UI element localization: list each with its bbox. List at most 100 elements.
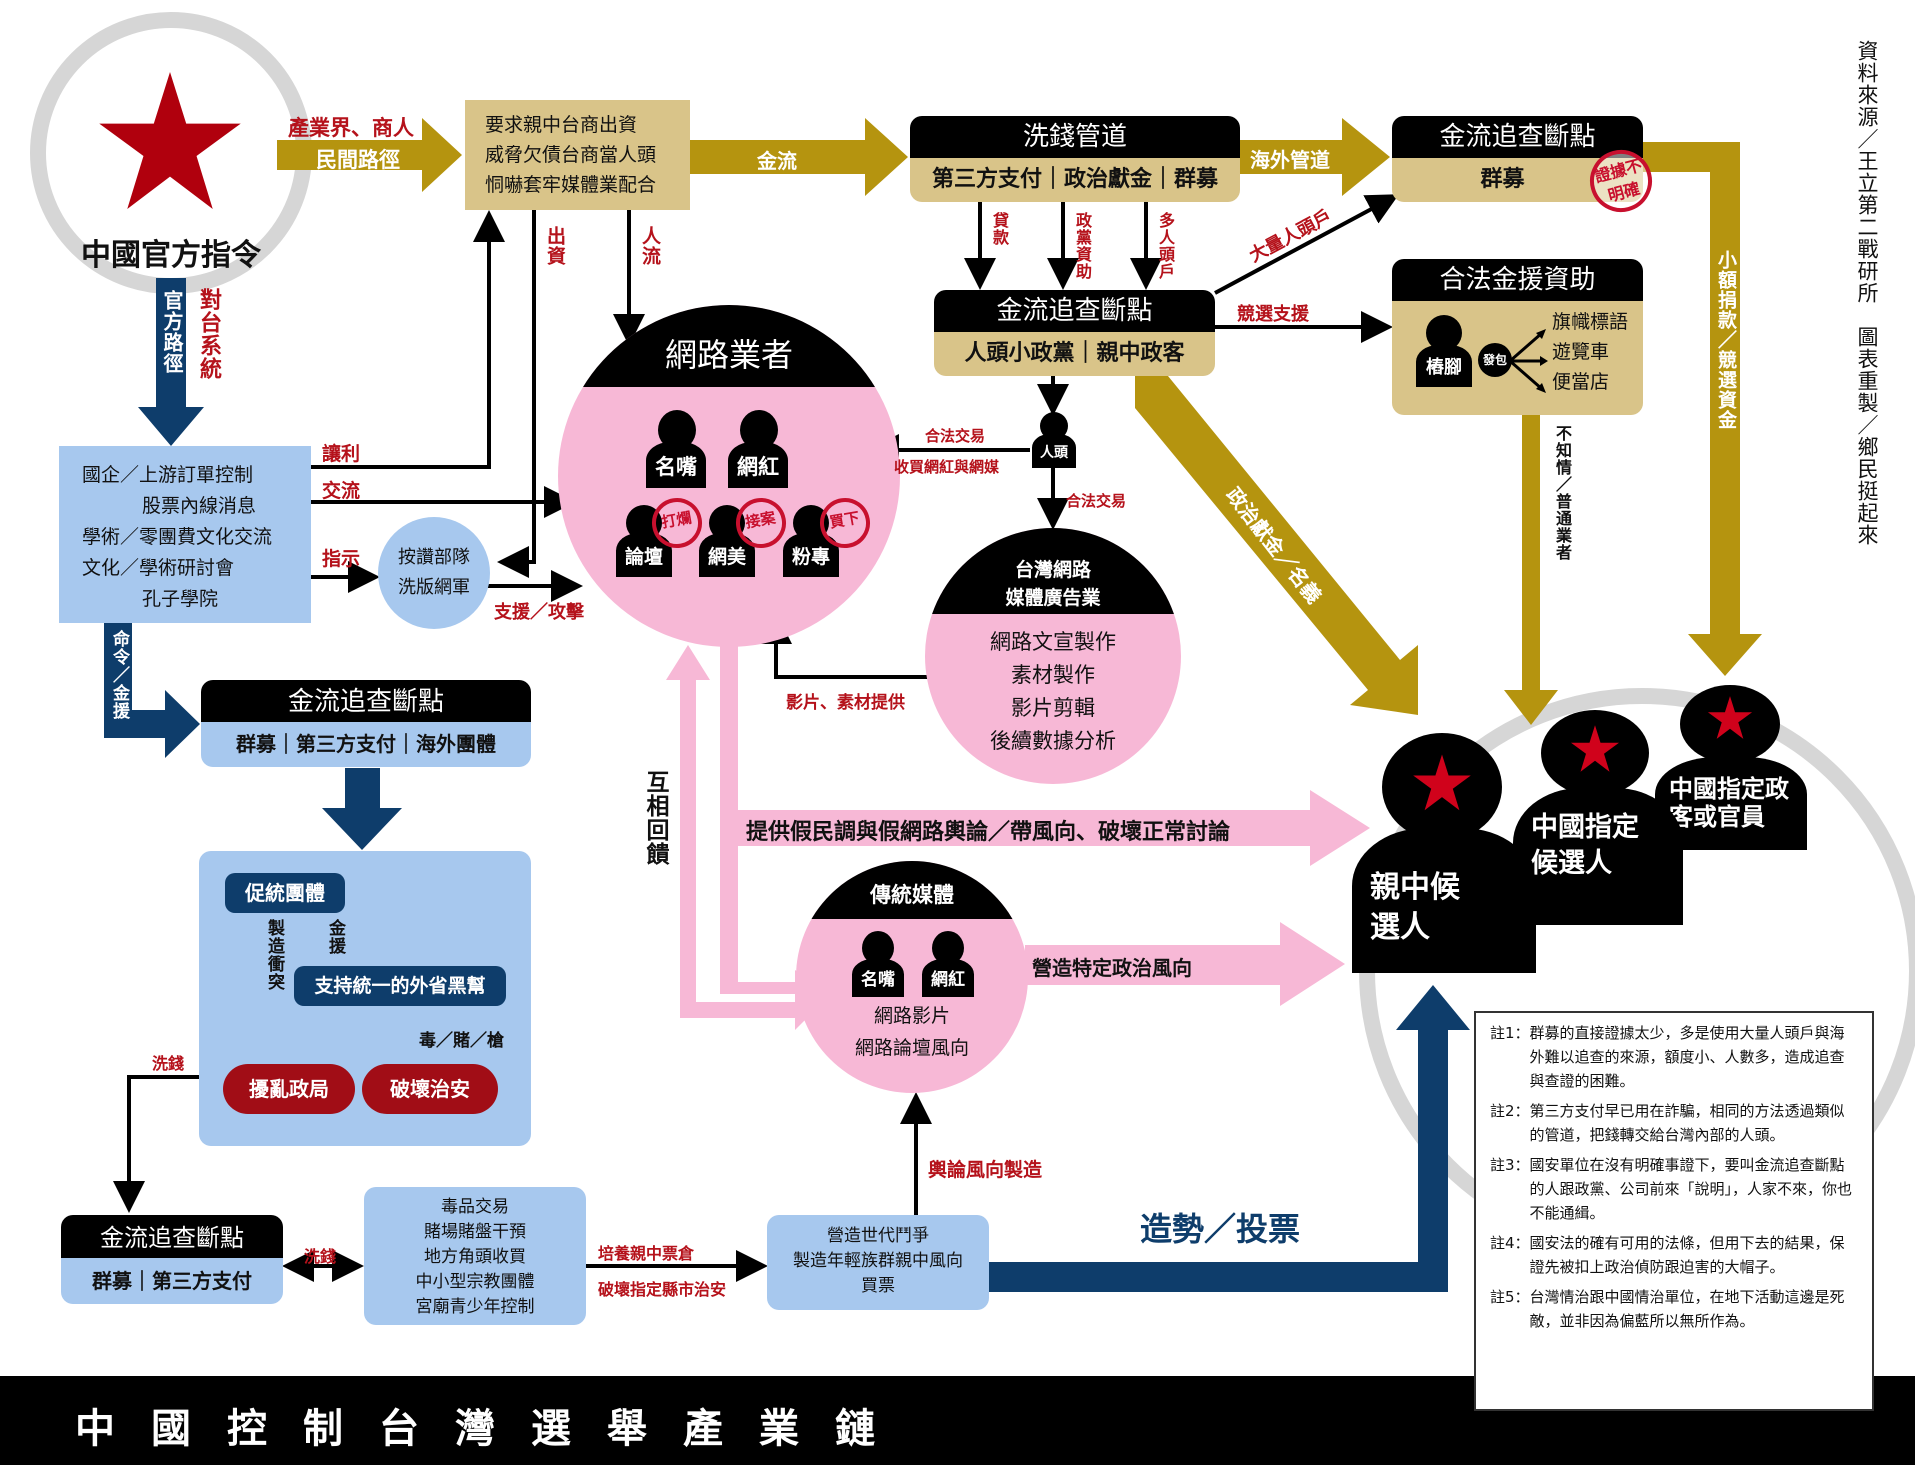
- ad-industry-title: 台灣網路 媒體廣告業: [925, 528, 1181, 614]
- official-box: 國企／上游訂單控制 股票內線消息 學術／零團費文化交流 文化／學術研討會 孔子學…: [59, 446, 311, 623]
- page-title: 中國控制台灣選舉產業鏈: [75, 1406, 911, 1452]
- traditional-media-line: 網路影片: [873, 1005, 950, 1027]
- generation-line: 買票: [861, 1276, 895, 1296]
- campaign-support-label: 競選支援: [1237, 304, 1309, 325]
- aid-item: 遊覽車: [1552, 341, 1610, 363]
- overseas-label: 海外管道: [1250, 148, 1330, 172]
- business-line: 威脅欠債台商當人頭: [485, 144, 657, 166]
- opinion-label: 輿論風向製造: [928, 1159, 1043, 1181]
- people-flow-label: 人流: [639, 226, 661, 266]
- origin-label: 中國官方指令: [81, 238, 261, 273]
- business-box: 要求親中台商出資 威脅欠債台商當人頭 恫嚇套牢媒體業配合: [465, 100, 690, 210]
- laundering-body: 第三方支付｜政治獻金｜群募: [910, 158, 1240, 202]
- multi-account-label: 多人頭戶: [1156, 212, 1175, 280]
- local-line: 毒品交易: [441, 1197, 509, 1217]
- breakpoint-bottom-title: 金流追查斷點: [61, 1215, 283, 1258]
- candidate-label: 中國指定政客或官員: [1669, 775, 1789, 831]
- small-donation-label: 小額捐款／競選資金: [1715, 250, 1737, 430]
- official-line: 文化／學術研討會: [82, 557, 235, 579]
- fake-poll-label: 提供假民調與假網路輿論／帶風向、破壞正常討論: [746, 820, 1231, 845]
- breakpoint-top-title: 金流追查斷點: [1392, 116, 1643, 158]
- person-figure: 論壇: [616, 505, 672, 577]
- local-line: 地方角頭收買: [424, 1247, 526, 1267]
- exchange-label: 交流: [322, 480, 361, 502]
- small-donation-arrow: [1643, 142, 1762, 676]
- note: 註2：第三方支付早已用在詐騙，相同的方法透過類似的管道，把錢轉交給台灣內部的人頭…: [1490, 1102, 1845, 1144]
- outcome-break-security: 破壞治安: [362, 1064, 498, 1114]
- official-line: 學術／零團費文化交流: [82, 526, 273, 548]
- traditional-media-circle: 傳統媒體 名嘴 網紅 網路影片 網路論壇風向: [796, 861, 1028, 1093]
- official-path-label: 官方路徑: [160, 290, 184, 374]
- troll-circle: 按讚部隊 洗版網軍: [378, 517, 490, 629]
- launder-left-label: 洗錢: [152, 1054, 185, 1073]
- generation-line: 營造世代鬥爭: [827, 1226, 929, 1246]
- civil-path-label: 民間路徑: [316, 148, 400, 172]
- local-line: 賭場賭盤干預: [424, 1222, 526, 1242]
- supply-label: 影片、素材提供: [786, 693, 905, 713]
- note: 註5：台灣情治跟中國情治單位，在地下活動這邊是死敵，並非因為偏藍所以無所作為。: [1490, 1288, 1845, 1330]
- internet-operators-circle: 網路業者 名嘴 網紅 論壇 網美 粉專 打爛 接案 買下: [558, 305, 900, 647]
- breakpoint-left-box: 金流追查斷點 群募｜第三方支付｜海外團體: [201, 680, 531, 767]
- candidate-designated: 中國指定候選人: [1513, 710, 1683, 925]
- ad-industry-circle: 台灣網路 媒體廣告業 網路文宣製作 素材製作 影片剪輯 後續數據分析: [925, 528, 1181, 784]
- person-figure: 網紅: [922, 931, 974, 997]
- instruct-label: 指示: [322, 548, 361, 570]
- vote-label: 造勢／投票: [1140, 1210, 1301, 1248]
- gang-group: 支持統一的外省黑幫: [294, 966, 506, 1006]
- notes-box: 註1：群募的直接證據太少，多是使用大量人頭戶與海外難以追查的來源，額度小、人數多…: [1474, 1011, 1874, 1411]
- concession-label: 讓利: [322, 443, 361, 465]
- launder-bi-label: 洗錢: [304, 1247, 337, 1266]
- person-figure: 名嘴: [646, 410, 706, 488]
- candidate-label: 親中候選人: [1370, 870, 1460, 945]
- local-line: 宮廟青少年控制: [415, 1297, 535, 1317]
- official-line: 股票內線消息: [142, 495, 257, 517]
- note: 註3：國安單位在沒有明確事證下，要叫金流追查斷點的人跟政黨、公司前來「說明」，人…: [1490, 1156, 1853, 1222]
- business-line: 恫嚇套牢媒體業配合: [485, 174, 657, 196]
- legal-aid-title: 合法金援資助: [1392, 259, 1643, 301]
- legal-aid-body: 樁腳 發包 旗幟標語 遊覽車 便當店: [1392, 301, 1643, 415]
- candidate-pro-china: 親中候選人: [1352, 733, 1536, 973]
- business-line: 要求親中台商出資: [485, 114, 638, 136]
- poll-worker-figure: 樁腳: [1416, 315, 1472, 391]
- official-line: 孔子學院: [142, 588, 219, 610]
- aid-item: 旗幟標語: [1552, 311, 1629, 333]
- legal-aid-box: 合法金援資助 樁腳 發包 旗幟標語 遊覽車 便當店: [1392, 259, 1643, 415]
- generation-box: 營造世代鬥爭 製造年輕族群親中風向 買票: [767, 1215, 989, 1310]
- red-star-icon: [1413, 754, 1471, 811]
- mutual-feedback-label: 互相回饋: [642, 770, 668, 866]
- troll-line: 洗版網軍: [398, 577, 470, 598]
- laundering-title: 洗錢管道: [910, 116, 1240, 158]
- note: 註1：群募的直接證據太少，多是使用大量人頭戶與海外難以追查的來源，額度小、人數多…: [1490, 1024, 1845, 1090]
- official-system-label: 對台系統: [196, 288, 221, 380]
- fund-label: 出資: [544, 226, 566, 266]
- unification-box: 促統團體 製造衝突 金援 支持統一的外省黑幫 毒／賭／槍 擾亂政局 破壞治安: [199, 851, 531, 1146]
- legal-trade-label: 合法交易: [925, 427, 986, 445]
- outcome-disrupt-politics: 擾亂政局: [223, 1064, 355, 1114]
- breakpoint-left-body: 群募｜第三方支付｜海外團體: [201, 722, 531, 767]
- breakpoint-mid-title: 金流追查斷點: [934, 290, 1215, 332]
- breakpoint-mid-box: 金流追查斷點 人頭小政黨｜親中政客: [934, 290, 1215, 376]
- generation-line: 製造年輕族群親中風向: [793, 1251, 963, 1271]
- troll-line: 按讚部隊: [398, 547, 470, 568]
- traditional-media-line: 網路論壇風向: [854, 1037, 969, 1059]
- ad-industry-lines: 網路文宣製作 素材製作 影片剪輯 後續數據分析: [990, 630, 1116, 753]
- traditional-media-title: 傳統媒體: [796, 861, 1028, 919]
- red-star-icon: [1707, 696, 1753, 739]
- local-control-box: 毒品交易 賭場賭盤干預 地方角頭收買 中小型宗教團體 宮廟青少年控制: [364, 1187, 586, 1325]
- person-figure: 粉專: [783, 505, 839, 577]
- source-credit: 資料來源／王立第二戰研所 圖表重製／鄉民挺起來: [1855, 40, 1879, 546]
- note: 註4：國安法的確有可用的法條，但用下去的結果，保證先被扣上政治偵防跟迫害的大帽子…: [1490, 1234, 1845, 1276]
- person-figure: 網美: [699, 505, 755, 577]
- origin-node: 中國官方指令: [40, 40, 302, 280]
- launder-left-line: [113, 1075, 199, 1213]
- fan-arrows-icon: [1510, 329, 1548, 393]
- person-figure: 網紅: [728, 410, 788, 488]
- political-donation-label: 政治獻金／名義: [1221, 482, 1327, 608]
- aid-label: 金援: [325, 919, 345, 955]
- breakpoint-mid-body: 人頭小政黨｜親中政客: [934, 332, 1215, 376]
- breakpoint-left-title: 金流追查斷點: [201, 680, 531, 722]
- party-aid-label: 政黨資助: [1073, 212, 1092, 280]
- candidate-label: 中國指定候選人: [1531, 812, 1639, 879]
- laundering-box: 洗錢管道 第三方支付｜政治獻金｜群募: [910, 116, 1240, 202]
- internet-operators-title: 網路業者: [558, 305, 900, 387]
